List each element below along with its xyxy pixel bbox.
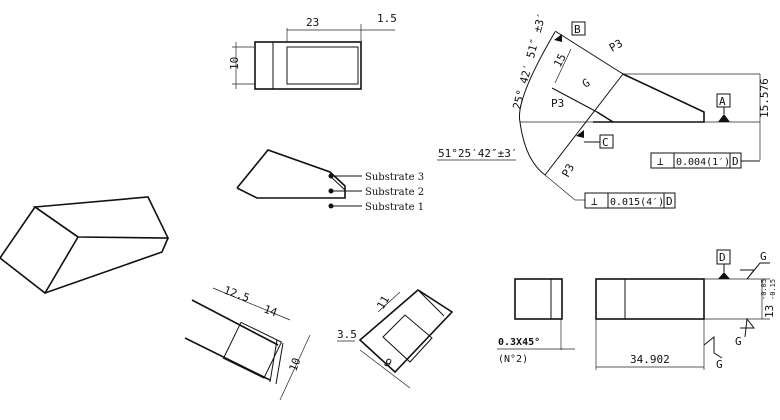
surface-mark-g-top: G bbox=[760, 250, 767, 263]
isometric-block bbox=[0, 196, 170, 295]
detail-view-2: 11 3.5 9 bbox=[337, 289, 454, 389]
chamfer-label: 0.3X45° bbox=[498, 337, 540, 348]
tol-lower: -0.15 bbox=[769, 279, 777, 300]
side-view: 15 25° 42′ 51″ ±3′ 51°25′42″±3′ B A C 15… bbox=[437, 11, 771, 209]
blade-section: Substrate 3 Substrate 2 Substrate 1 bbox=[236, 149, 424, 213]
datum-a: A bbox=[719, 95, 726, 108]
angle-lower: 51°25′42″±3′ bbox=[438, 147, 517, 160]
front-view: 13 -0.05 -0.15 34.902 D G G G bbox=[595, 249, 777, 371]
tol-1-value: 0.004(1′) bbox=[676, 157, 730, 168]
angle-upper: 25° 42′ 51″ ±3′ bbox=[510, 11, 548, 110]
perpendicularity-symbol: ⊥ bbox=[591, 195, 598, 208]
dim-1-5: 1.5 bbox=[377, 12, 397, 25]
surface-mark-p3-1: P3 bbox=[607, 37, 625, 55]
surface-mark-g-bottom: G bbox=[735, 335, 742, 348]
dim-12-5: 12.5 bbox=[222, 284, 251, 305]
surface-mark-g-end: G bbox=[716, 358, 723, 371]
dim-10-detail: 10 bbox=[287, 356, 304, 373]
tol-2-datum: D bbox=[666, 195, 673, 208]
dim-13: 13 bbox=[763, 305, 776, 318]
dim-14: 14 bbox=[262, 303, 279, 320]
dim-15-576: 15.576 bbox=[758, 78, 771, 118]
dim-10: 10 bbox=[228, 57, 241, 70]
dim-9: 9 bbox=[381, 356, 394, 370]
substrate-1-label: Substrate 1 bbox=[365, 202, 424, 213]
tolerance-frame-2: ⊥ 0.015(4′) D bbox=[584, 192, 676, 209]
surface-mark-p3-2: P3 bbox=[551, 97, 564, 110]
substrate-2-label: Substrate 2 bbox=[365, 187, 424, 198]
top-view: 23 1.5 10 bbox=[228, 12, 397, 90]
detail-view-1: 12.5 14 10 bbox=[184, 284, 311, 401]
tol-upper: -0.05 bbox=[760, 279, 768, 300]
dim-15: 15 bbox=[551, 52, 569, 70]
tol-1-datum: D bbox=[732, 155, 739, 168]
dim-34-902: 34.902 bbox=[630, 353, 670, 366]
tolerance-frame-1: ⊥ 0.004(1′) D bbox=[650, 152, 760, 169]
datum-b: B bbox=[574, 23, 581, 36]
surface-mark-g: G bbox=[580, 76, 592, 91]
dim-11: 11 bbox=[374, 294, 392, 312]
tol-2-value: 0.015(4′) bbox=[610, 197, 664, 208]
dim-3-5: 3.5 bbox=[337, 328, 357, 341]
surface-mark-p3-3: P3 bbox=[559, 162, 577, 180]
datum-c: C bbox=[602, 136, 609, 149]
perpendicularity-symbol: ⊥ bbox=[657, 155, 664, 168]
substrate-3-label: Substrate 3 bbox=[365, 172, 424, 183]
chamfer-count: (N°2) bbox=[498, 354, 528, 365]
end-view: 0.3X45° (N°2) bbox=[497, 278, 575, 365]
dim-23: 23 bbox=[306, 16, 319, 29]
datum-d: D bbox=[719, 251, 726, 264]
